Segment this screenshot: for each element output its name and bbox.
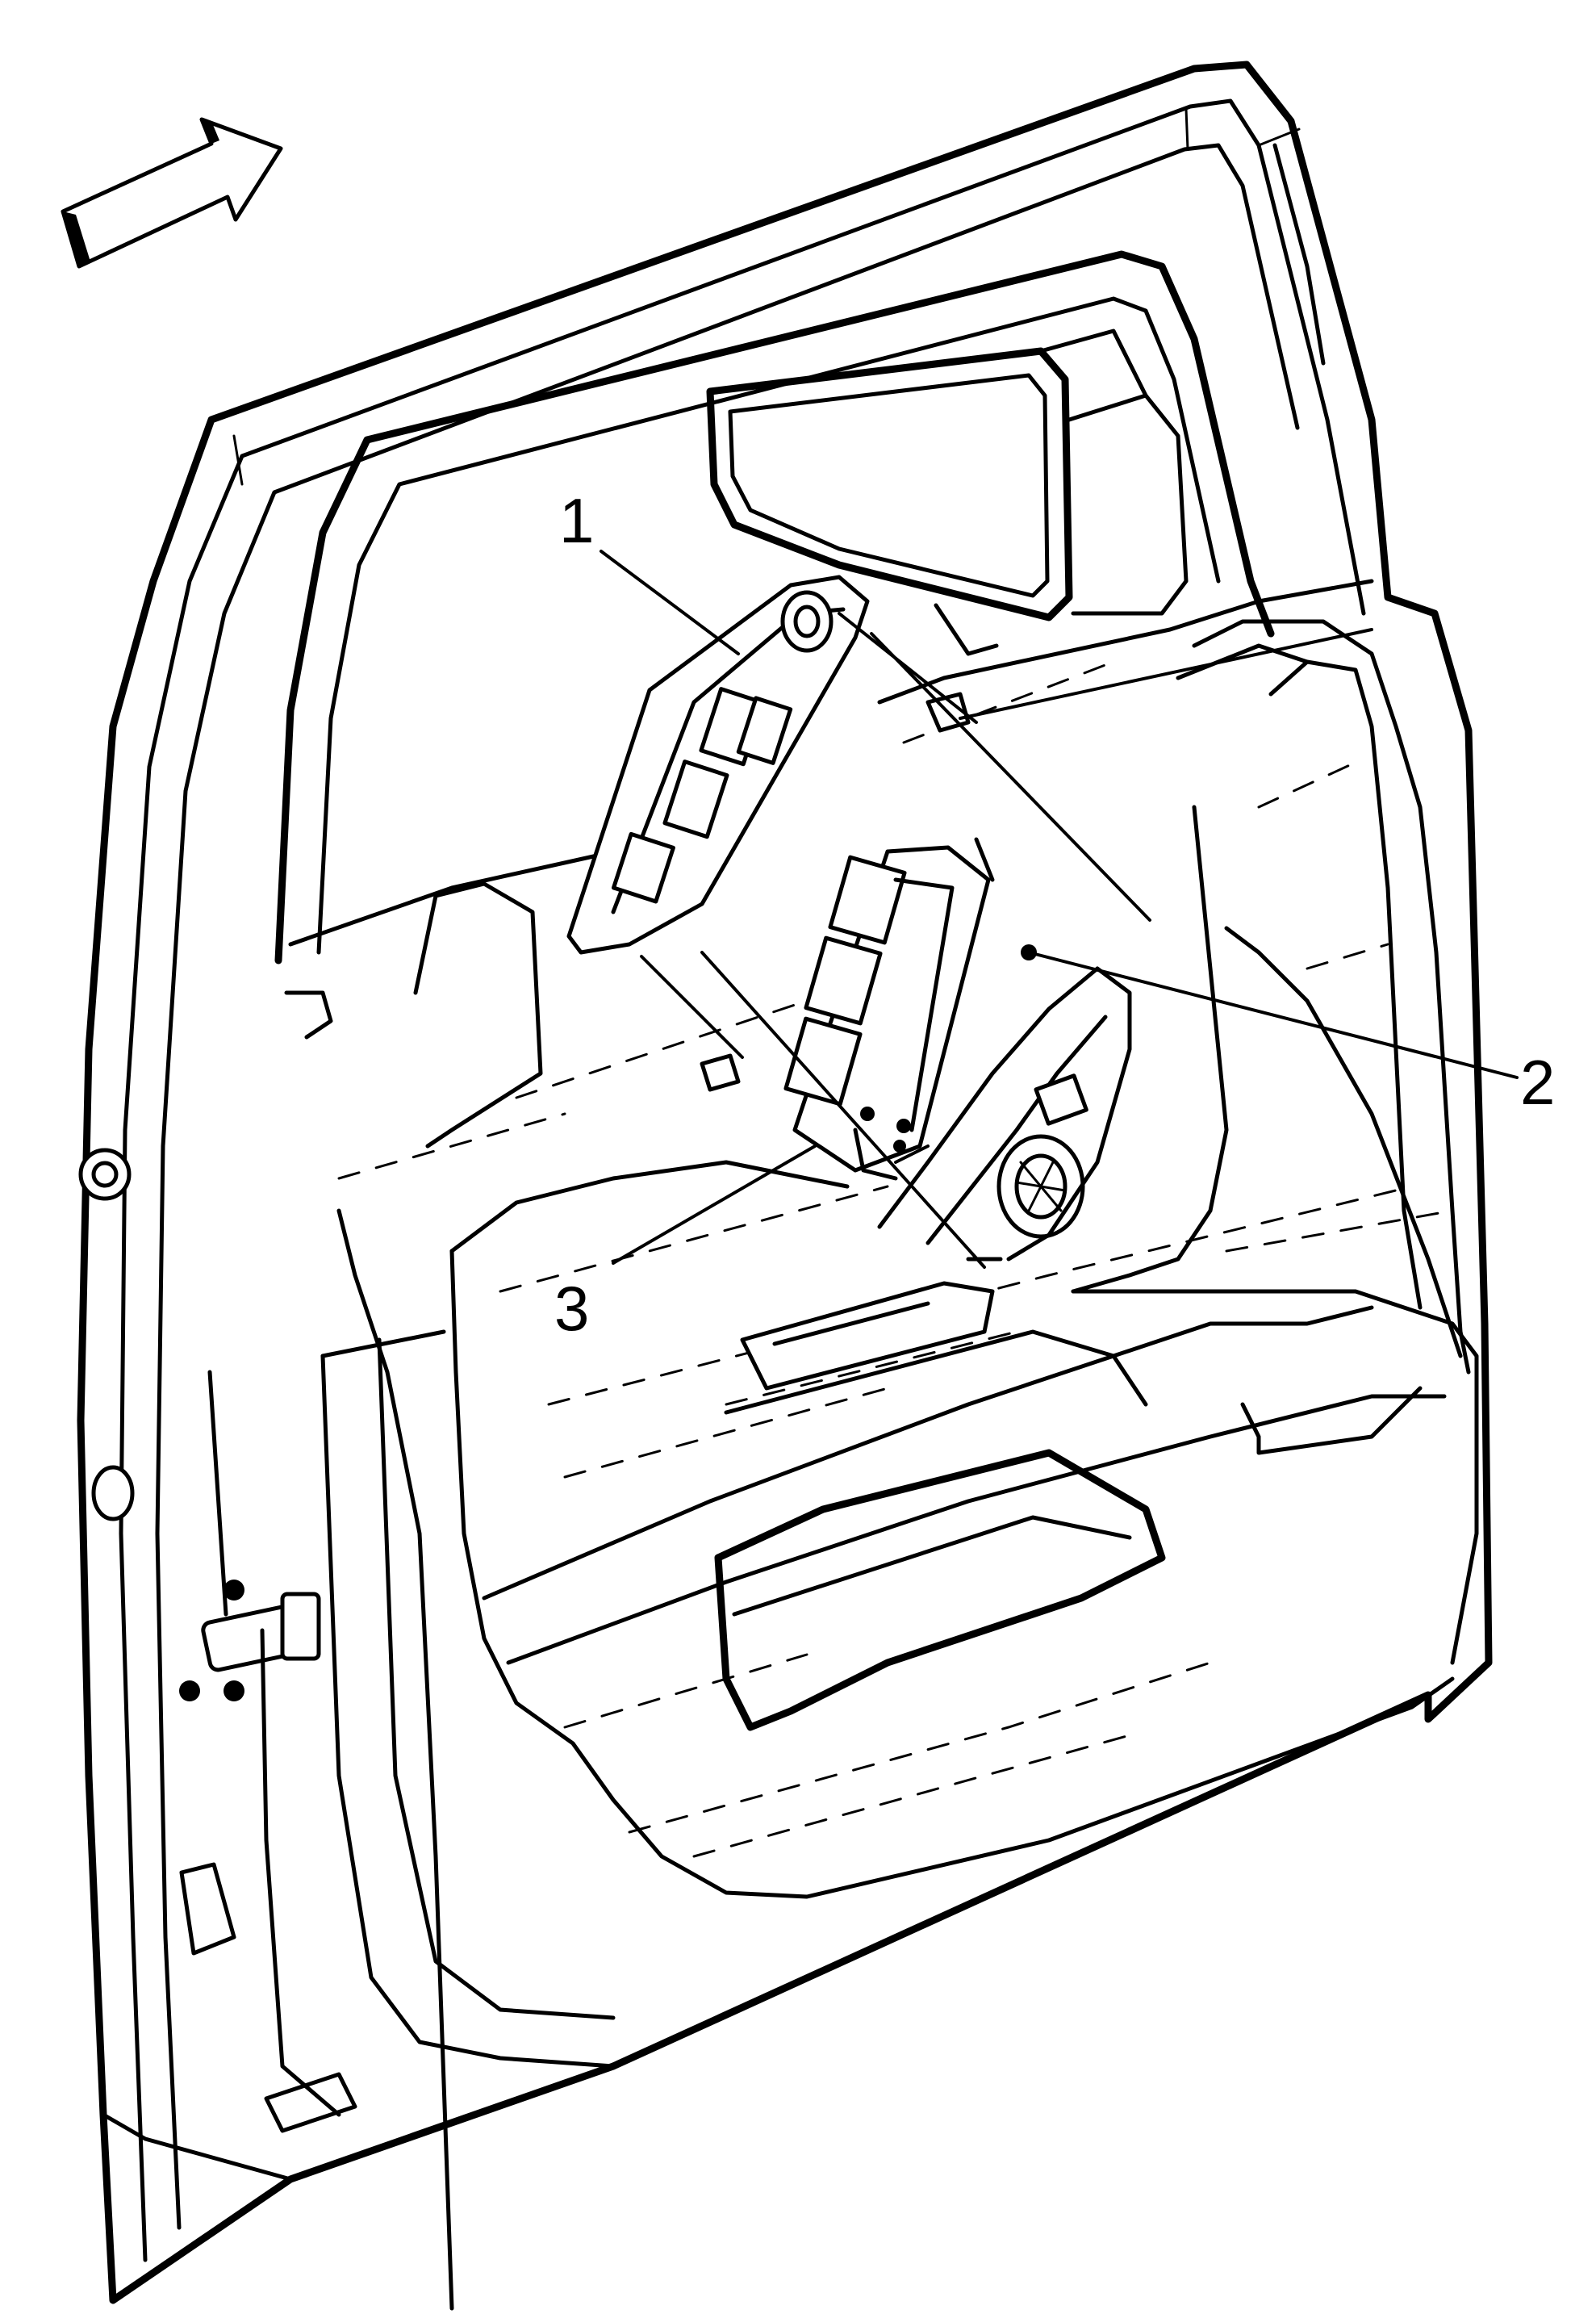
window-switch-assembly	[783, 837, 995, 1181]
door-pull-cup	[714, 1329, 1166, 1731]
door-frame	[77, 61, 1493, 2304]
front-direction-arrow-icon	[61, 117, 283, 269]
outside-mirror	[706, 328, 1189, 656]
leader-lines	[600, 550, 1519, 1269]
callout-label-3: 3	[554, 1273, 589, 1344]
callout-label-1: 1	[559, 485, 594, 556]
door-latch	[78, 990, 357, 2133]
switch-bezel	[566, 575, 870, 955]
window-opening	[274, 250, 1275, 965]
callout-label-2: 2	[1520, 1047, 1555, 1118]
inner-panel-edge	[207, 1208, 454, 2311]
armrest-switch-opening	[740, 966, 1132, 1391]
window-motor	[996, 1073, 1088, 1239]
